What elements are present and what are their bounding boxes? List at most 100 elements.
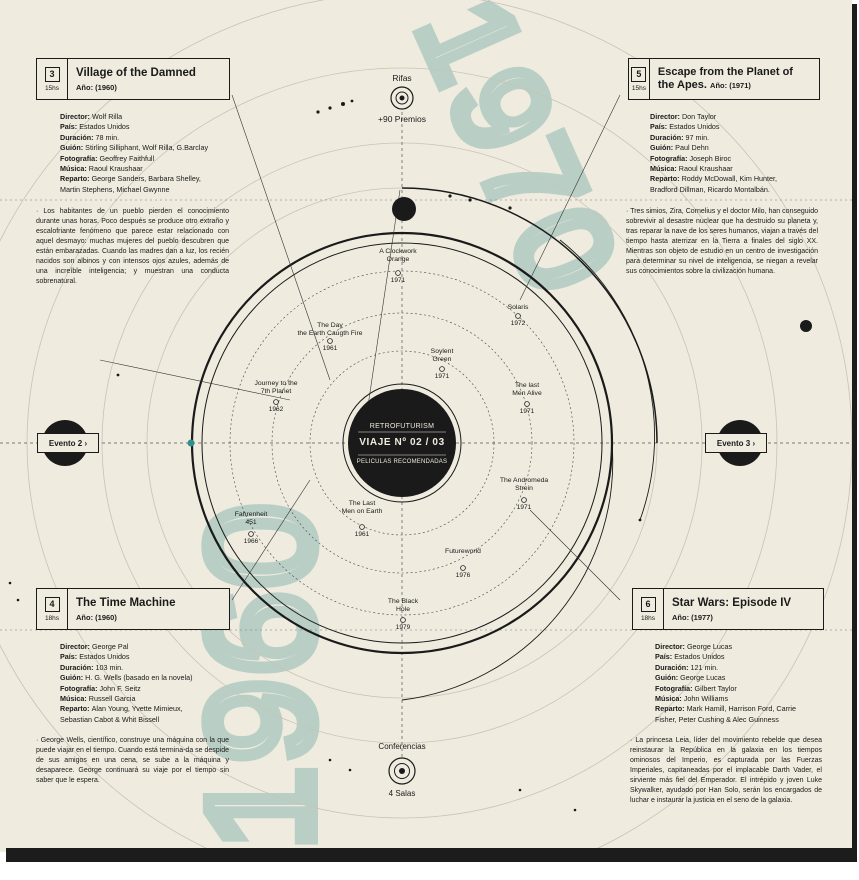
film-year: 1971	[390, 277, 406, 284]
film-node-icon	[460, 565, 466, 571]
card-3-number: 3	[44, 66, 60, 82]
credit-row: Música: Raoul Kraushaar	[60, 164, 208, 174]
film-year: 1971	[434, 373, 450, 380]
credit-row: Música: Russell Garcia	[60, 694, 193, 704]
credit-label: Duración:	[650, 132, 686, 142]
credit-value: Gilbert Taylor	[694, 683, 737, 693]
credit-value: 78 min.	[95, 132, 120, 142]
poster: 1960 1970	[0, 0, 852, 852]
credit-value: George Sanders, Barbara Shelley,	[91, 174, 201, 184]
film-year: 1979	[395, 624, 411, 631]
credit-value: John Williams	[683, 694, 729, 704]
card-4-number: 4	[44, 596, 60, 612]
film-title: Solaris	[507, 304, 529, 311]
credit-row: Reparto: George Sanders, Barbara Shelley…	[60, 174, 208, 184]
credit-value: Stirling Silliphant, Wolf Rilla, G.Barcl…	[85, 143, 209, 153]
film-node-icon	[521, 497, 527, 503]
card-5-hours: 15hs	[631, 84, 646, 92]
credit-value: Wolf Rilla	[91, 112, 123, 121]
credit-label: Fotografía:	[60, 683, 100, 693]
film-node-icon	[273, 399, 279, 405]
card-3-year: Año: (1960)	[76, 82, 117, 92]
credit-row: Música: Raoul Kraushaar	[650, 164, 777, 174]
credit-row: País: Estados Unidos	[60, 652, 193, 662]
orbit-dot-icon	[187, 439, 195, 447]
conferencias-label: Conferencias	[378, 742, 426, 751]
card-3-title: Village of the Damned	[76, 66, 196, 79]
credit-row: Reparto: Alan Young, Yvette Mimieux,	[60, 704, 193, 714]
rifas-label: Rifas	[392, 73, 412, 83]
secondary-orbit-ring	[201, 242, 603, 644]
credit-value: Don Taylor	[681, 112, 717, 121]
credit-label: País:	[60, 122, 80, 132]
card-3-hours: 15hs	[44, 84, 60, 92]
outer-arc-large	[559, 239, 655, 521]
credit-value: Geoffrey Faithfull	[99, 153, 155, 163]
credit-row: País: Estados Unidos	[650, 122, 777, 132]
credit-label: Reparto:	[60, 174, 92, 184]
film-node-icon	[359, 524, 365, 530]
credit-value: H. G. Wells (basado en la novela)	[85, 673, 193, 683]
film-year: 1961	[354, 531, 370, 538]
conferencias-sub: 4 Salas	[388, 789, 416, 798]
credit-label: Fotografía:	[655, 683, 695, 693]
card-4-title: The Time Machine	[76, 596, 176, 609]
film-year: 1971	[516, 504, 532, 511]
credit-label: Música:	[650, 164, 679, 174]
planet-icon	[392, 197, 416, 221]
film-node-icon	[439, 366, 445, 372]
event-3-button[interactable]: Evento 3 ›	[705, 433, 767, 453]
card-5-number: 5	[631, 66, 647, 82]
credit-row: Director: George Lucas	[655, 642, 796, 652]
credit-value: Estados Unidos	[674, 652, 725, 662]
film-year: 1971	[519, 408, 535, 415]
dot-trails	[8, 99, 642, 812]
credit-label: Música:	[655, 694, 684, 704]
credit-label: Director:	[655, 642, 687, 651]
credit-row: Director: Wolf Rilla	[60, 112, 208, 122]
center-line-3: PELICULAS RECOMENDADAS	[356, 459, 448, 465]
credit-row: Director: Don Taylor	[650, 112, 777, 122]
center-disk-ring	[342, 383, 462, 503]
film-year: 1972	[510, 320, 526, 327]
credit-row: Guión: Stirling Silliphant, Wolf Rilla, …	[60, 143, 208, 153]
credit-row: País: Estados Unidos	[655, 652, 796, 662]
film-year: 1966	[243, 538, 259, 545]
credit-label: Duración:	[60, 662, 96, 672]
credit-row: Guión: George Lucas	[655, 673, 796, 683]
credit-value: Mark Hamill, Harrison Ford, Carrie	[686, 704, 796, 714]
card-6-synopsis: · La princesa Leia, líder del movimiento…	[630, 737, 822, 804]
event-2-button[interactable]: Evento 2 ›	[37, 433, 99, 453]
card-5-year: Año: (1971)	[710, 81, 751, 90]
card-5-synopsis: · Tres simios, Zira, Cornelius y el doct…	[626, 208, 818, 275]
credit-value: Joseph Biroc	[689, 153, 732, 163]
credit-value: Fisher, Peter Cushing & Alec Guinness	[655, 714, 779, 724]
credit-row: Guión: H. G. Wells (basado en la novela)	[60, 673, 193, 683]
credit-label: Duración:	[60, 132, 96, 142]
credit-label: Reparto:	[60, 704, 92, 714]
credit-label: País:	[60, 652, 80, 662]
credit-value: 97 min.	[685, 132, 710, 142]
film-year: 1961	[322, 345, 338, 352]
credit-row: Duración: 103 min.	[60, 663, 193, 673]
credit-label: País:	[650, 122, 670, 132]
film-node-icon	[515, 313, 521, 319]
credit-value: Sebastian Cabot & Whit Bissell	[60, 714, 160, 724]
right-shadow-bar	[852, 4, 857, 862]
credit-label: Reparto:	[650, 174, 682, 184]
film-node-icon	[248, 531, 254, 537]
credit-value: Raoul Kraushaar	[88, 164, 143, 174]
credit-value: 103 min.	[95, 662, 124, 672]
outer-arc-right	[401, 232, 614, 701]
credit-label: Guión:	[60, 143, 86, 153]
card-4-year: Año: (1960)	[76, 612, 117, 622]
